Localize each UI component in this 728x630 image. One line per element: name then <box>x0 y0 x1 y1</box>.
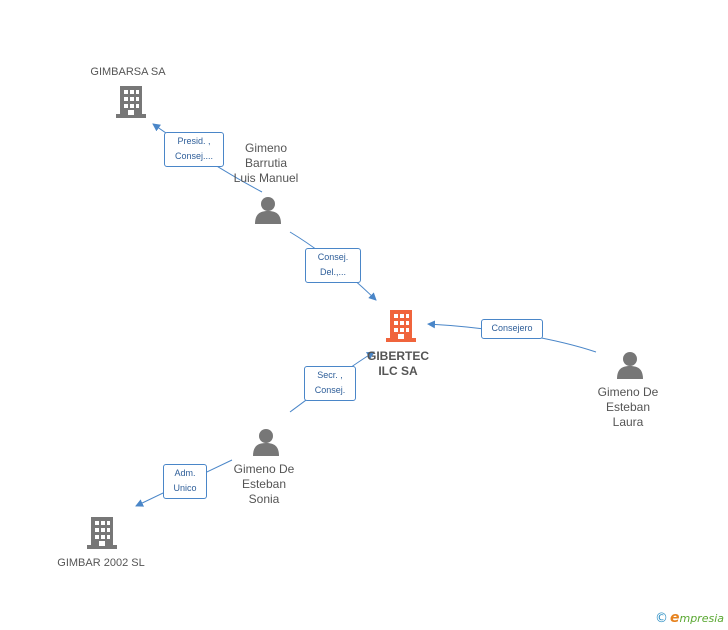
node-label-gimeno-barrutia[interactable]: Gimeno Barrutia Luis Manuel <box>233 141 299 185</box>
copyright-icon: © <box>654 611 668 626</box>
person-icon[interactable] <box>617 352 643 379</box>
node-label-gimbarsa[interactable]: GIMBARSA SA <box>90 66 166 78</box>
edge-label-barrutia-gimbarsa[interactable]: Presid. , Consej.... <box>164 132 224 167</box>
logo-e: e <box>669 610 680 626</box>
building-icon[interactable] <box>87 517 117 549</box>
node-label-gimbar2002[interactable]: GIMBAR 2002 SL <box>57 557 145 569</box>
edge-label-barrutia-gibertec[interactable]: Consej. Del.,... <box>305 248 361 283</box>
building-focus-icon[interactable] <box>386 310 416 342</box>
empresia-logo: ©empresia <box>655 610 724 626</box>
person-icon[interactable] <box>255 197 281 224</box>
node-label-gimeno-laura[interactable]: Gimeno De Esteban Laura <box>597 385 659 429</box>
building-icon[interactable] <box>116 86 146 118</box>
node-label-gimeno-sonia[interactable]: Gimeno De Esteban Sonia <box>233 462 295 506</box>
edge-label-sonia-gimbar2002[interactable]: Adm. Unico <box>163 464 207 499</box>
edge-label-laura-gibertec[interactable]: Consejero <box>481 319 543 339</box>
node-label-gibertec[interactable]: GIBERTEC ILC SA <box>366 349 429 378</box>
logo-text: mpresia <box>679 612 724 625</box>
person-icon[interactable] <box>253 429 279 456</box>
edge-label-sonia-gibertec[interactable]: Secr. , Consej. <box>304 366 356 401</box>
